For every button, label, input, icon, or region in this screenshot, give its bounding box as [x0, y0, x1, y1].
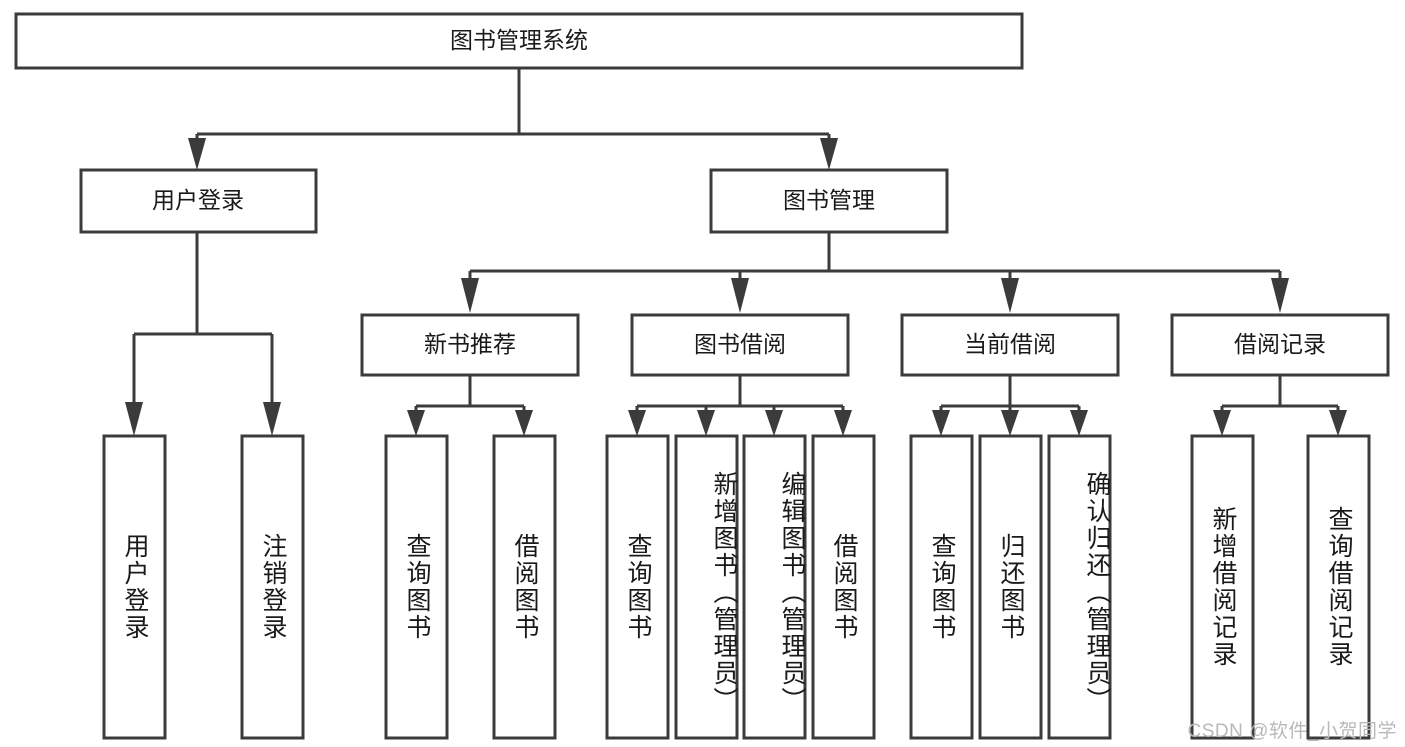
- node-box-leaf-borrow-book-1[interactable]: [492, 434, 557, 740]
- arrowhead-borrow-book-2: [834, 410, 852, 436]
- arrowhead-add-record: [1213, 410, 1231, 436]
- node-box-leaf-query-book-2[interactable]: [605, 434, 670, 740]
- node-box-leaf-add-record[interactable]: [1190, 434, 1255, 740]
- node-box-layer: 图书管理系统 用户登录 图书管理 新书推荐 图书借阅 当前借阅 借阅记录: [14, 12, 1390, 740]
- node-label-new-book-recommend: 新书推荐: [424, 331, 516, 357]
- node-box-user-login[interactable]: [79, 168, 318, 234]
- node-box-current-borrow[interactable]: [900, 313, 1120, 377]
- node-box-leaf-user-logout[interactable]: [240, 434, 305, 740]
- arrowhead-current-borrow: [1001, 278, 1019, 313]
- node-label-borrow-record: 借阅记录: [1234, 331, 1326, 357]
- node-label-book-borrow: 图书借阅: [694, 331, 786, 357]
- node-box-leaf-confirm-return[interactable]: [1047, 434, 1112, 740]
- node-label-current-borrow: 当前借阅: [964, 331, 1056, 357]
- arrowhead-query-book-1: [407, 410, 425, 436]
- arrowhead-query-book-3: [932, 410, 950, 436]
- node-box-book-manage[interactable]: [709, 168, 949, 234]
- node-box-root[interactable]: [14, 12, 1024, 70]
- arrowhead-leaf-user-logout: [263, 402, 281, 436]
- node-box-leaf-add-book[interactable]: [674, 434, 739, 740]
- arrowhead-leaf-user-login: [125, 402, 143, 436]
- arrowhead-query-book-2: [628, 410, 646, 436]
- node-box-leaf-query-record[interactable]: [1306, 434, 1371, 740]
- node-box-leaf-user-login[interactable]: [102, 434, 167, 740]
- node-box-leaf-return-book[interactable]: [978, 434, 1043, 740]
- node-box-leaf-borrow-book-2[interactable]: [811, 434, 876, 740]
- arrowhead-borrow-record: [1271, 278, 1289, 313]
- arrowhead-add-book: [697, 410, 715, 436]
- node-box-leaf-query-book-3[interactable]: [909, 434, 974, 740]
- node-box-leaf-query-book-1[interactable]: [384, 434, 449, 740]
- connector-layer: [125, 68, 1347, 436]
- arrowhead-edit-book: [765, 410, 783, 436]
- node-box-book-borrow[interactable]: [630, 313, 850, 377]
- arrowhead-book-borrow: [731, 278, 749, 313]
- node-box-leaf-edit-book[interactable]: [742, 434, 807, 740]
- arrowhead-query-record: [1329, 410, 1347, 436]
- arrowhead-confirm-return: [1070, 410, 1088, 436]
- arrowhead-user-login: [188, 138, 206, 170]
- node-box-borrow-record[interactable]: [1170, 313, 1390, 377]
- csdn-watermark: CSDN @软件_小贺同学: [1187, 721, 1397, 742]
- arrowhead-new-book-recommend: [461, 278, 479, 313]
- node-label-root: 图书管理系统: [450, 27, 588, 53]
- node-box-new-book-recommend[interactable]: [360, 313, 580, 377]
- node-label-user-login: 用户登录: [152, 187, 244, 213]
- arrowhead-return-book: [1001, 410, 1019, 436]
- arrowhead-book-manage: [820, 138, 838, 170]
- arrowhead-borrow-book-1: [515, 410, 533, 436]
- node-label-book-manage: 图书管理: [783, 187, 875, 213]
